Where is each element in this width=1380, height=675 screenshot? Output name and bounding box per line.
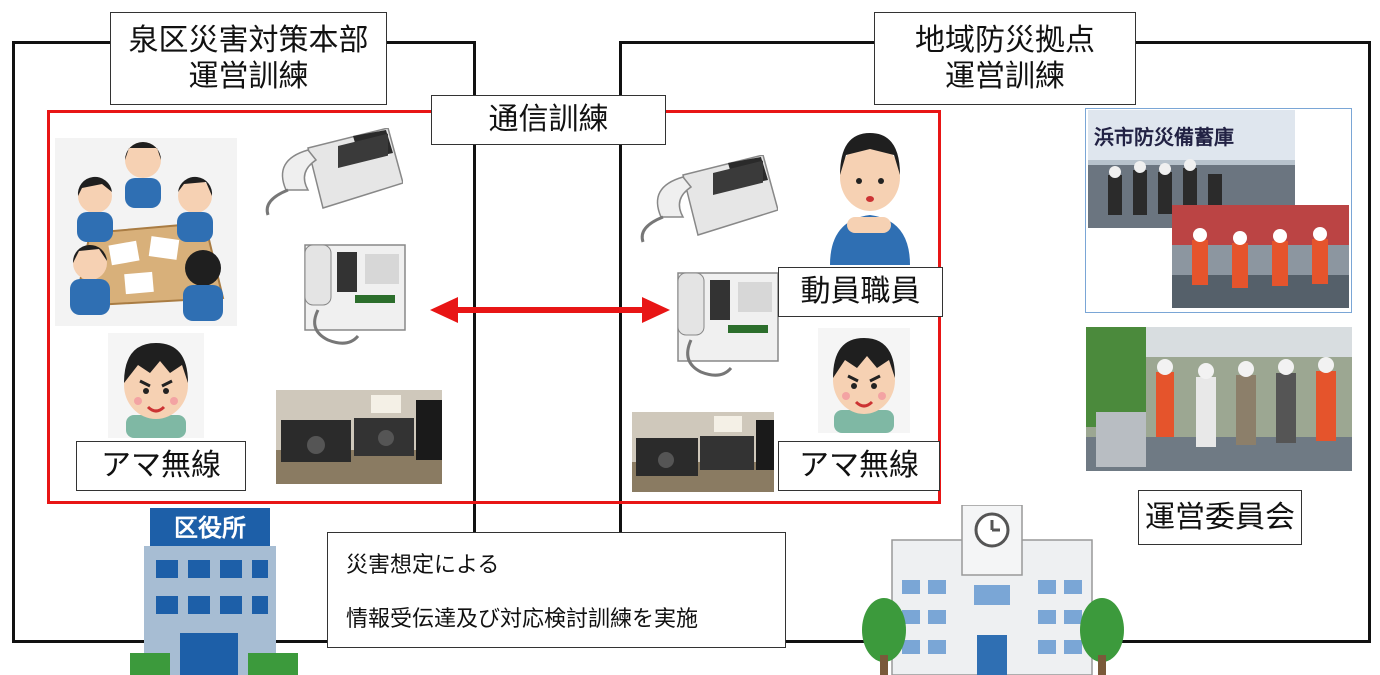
ham-operator-right	[818, 328, 910, 433]
photo-sign-text: 浜市防災備蓄庫	[1094, 125, 1234, 149]
committee-photo	[1086, 327, 1352, 471]
ham-label-left-text: アマ無線	[101, 448, 221, 483]
ward-office-building-icon: 区役所	[130, 508, 300, 675]
right-title-line1: 地域防災拠点	[915, 22, 1095, 58]
left-title-box: 泉区災害対策本部 運営訓練	[110, 12, 387, 105]
staff-illustration	[825, 125, 915, 265]
meeting-illustration	[55, 138, 237, 326]
committee-label: 運営委員会	[1138, 490, 1302, 545]
right-title-box: 地域防災拠点 運営訓練	[874, 12, 1136, 105]
ham-label-right-text: アマ無線	[799, 448, 919, 483]
ham-label-left: アマ無線	[76, 441, 246, 491]
committee-label-text: 運営委員会	[1145, 499, 1295, 535]
staff-label-text: 動員職員	[800, 274, 921, 309]
left-title-line1: 泉区災害対策本部	[128, 22, 369, 58]
training-photo-2	[1172, 205, 1349, 308]
note-box: 災害想定による 情報受伝達及び対応検討訓練を実施	[327, 532, 786, 648]
radio-photo-left	[276, 390, 442, 484]
ham-operator-left	[108, 333, 204, 438]
phone-icon-right	[633, 155, 778, 247]
building-sign-text: 区役所	[174, 514, 246, 542]
ham-label-right: アマ無線	[778, 441, 940, 491]
phone-icon-left	[258, 128, 403, 220]
note-line2: 情報受伝達及び対応検討訓練を実施	[346, 607, 699, 632]
comm-training-label: 通信訓練	[431, 95, 666, 145]
left-title-line2: 運営訓練	[188, 58, 309, 94]
right-title-line2: 運営訓練	[945, 58, 1065, 94]
fax-icon-left	[295, 240, 410, 360]
double-arrow-icon	[430, 297, 670, 323]
photo-collage-border	[1085, 108, 1352, 313]
comm-training-text: 通信訓練	[488, 102, 609, 137]
radio-photo-right	[632, 412, 774, 492]
school-building-icon	[862, 505, 1124, 675]
fax-icon-right	[668, 268, 783, 393]
note-line1: 災害想定による	[346, 553, 500, 578]
staff-label: 動員職員	[778, 267, 943, 317]
